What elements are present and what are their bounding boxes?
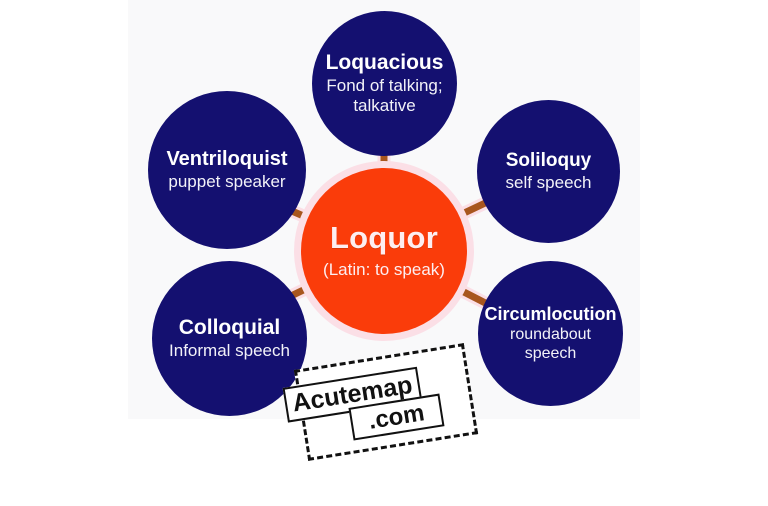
- node-ventriloquist-title: Ventriloquist: [166, 147, 288, 170]
- node-colloquial-description: Informal speech: [169, 341, 290, 361]
- node-ventriloquist-description: puppet speaker: [168, 172, 286, 192]
- center-node-subtitle: (Latin: to speak): [323, 259, 445, 279]
- node-circumlocution-description: roundabout speech: [510, 325, 591, 362]
- node-soliloquy-title: Soliloquy: [505, 149, 592, 171]
- node-loquacious[interactable]: Loquacious Fond of talking; talkative: [312, 11, 457, 156]
- node-colloquial-title: Colloquial: [178, 315, 281, 339]
- node-ventriloquist[interactable]: Ventriloquist puppet speaker: [148, 91, 306, 249]
- node-circumlocution[interactable]: Circumlocution roundabout speech: [478, 261, 623, 406]
- center-node-title: Loquor: [330, 220, 438, 256]
- center-node-loquor[interactable]: Loquor (Latin: to speak): [301, 168, 467, 334]
- node-colloquial[interactable]: Colloquial Informal speech: [152, 261, 307, 416]
- node-soliloquy[interactable]: Soliloquy self speech: [477, 100, 620, 243]
- node-loquacious-description: Fond of talking; talkative: [326, 76, 443, 116]
- node-loquacious-title: Loquacious: [325, 50, 444, 74]
- node-circumlocution-title: Circumlocution: [484, 303, 617, 324]
- node-soliloquy-description: self speech: [505, 173, 592, 193]
